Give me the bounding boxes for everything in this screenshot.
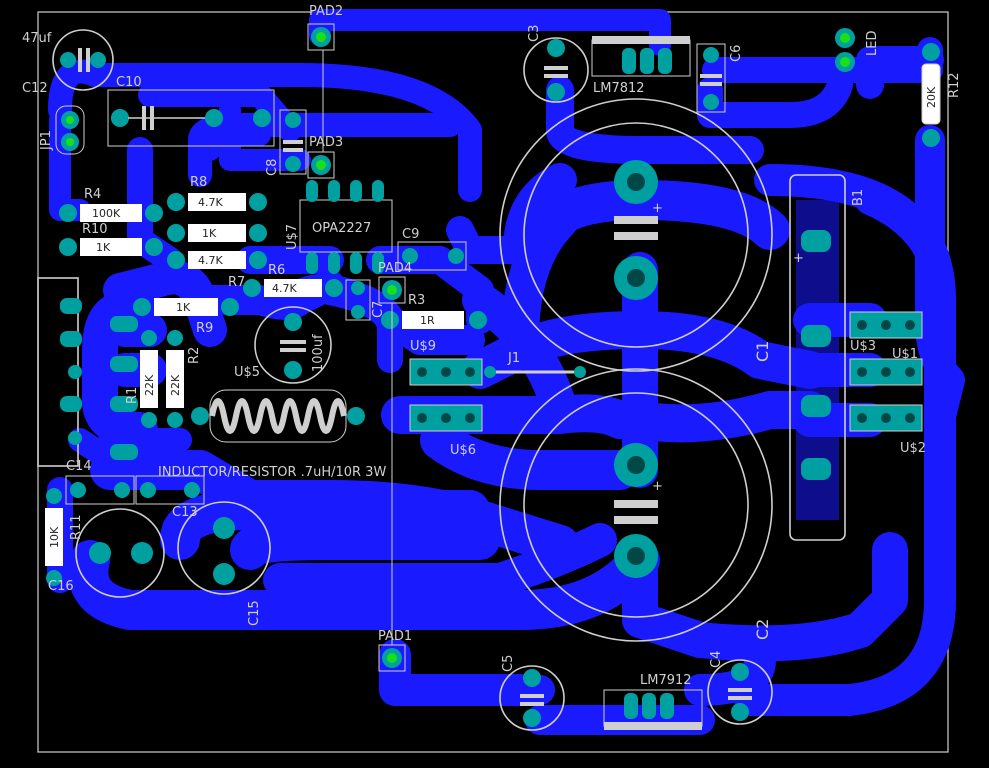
label-pad3: PAD3 <box>309 135 343 150</box>
silkscreen-labels: PAD2 PAD3 PAD4 PAD1 47uf C12 C10 JP1 C8 … <box>22 4 962 688</box>
label-lm7912: LM7912 <box>640 673 692 688</box>
label-c2: C2 <box>753 619 772 640</box>
value-r5: 1K <box>202 227 217 240</box>
label-r10: R10 <box>82 222 108 237</box>
label-jp1: JP1 <box>39 130 54 151</box>
label-r9: R9 <box>196 321 213 336</box>
label-pad2: PAD2 <box>309 4 343 19</box>
value-r11: 10K <box>48 526 61 548</box>
label-r2: R2 <box>187 347 202 364</box>
label-u2: U$2 <box>900 441 926 456</box>
label-r1: R1 <box>125 387 140 404</box>
value-r7: 4.7K <box>198 254 223 267</box>
value-r2: 22K <box>169 374 182 396</box>
label-c4: C4 <box>709 651 724 668</box>
label-cap47: 47uf <box>22 31 52 46</box>
label-c8: C8 <box>265 159 280 176</box>
label-opa: OPA2227 <box>312 221 371 236</box>
value-r3: 1R <box>420 314 435 327</box>
capacitor-c1: + <box>499 98 773 372</box>
label-r3: R3 <box>408 293 425 308</box>
value-r6: 4.7K <box>272 282 297 295</box>
label-led: LED <box>865 31 880 56</box>
value-r12: 20K <box>925 86 938 108</box>
label-c5: C5 <box>501 655 516 672</box>
label-c7: C7 <box>371 301 386 318</box>
svg-text:+: + <box>793 251 804 266</box>
label-c12: C12 <box>22 81 48 96</box>
value-r8: 4.7K <box>198 196 223 209</box>
label-u6: U$6 <box>450 443 476 458</box>
label-c10: C10 <box>116 75 142 90</box>
svg-text:+: + <box>652 479 663 494</box>
label-c9: C9 <box>402 227 419 242</box>
label-r12: R12 <box>947 72 962 98</box>
label-r7: R7 <box>228 275 245 290</box>
label-inductor: INDUCTOR/RESISTOR .7uH/10R 3W <box>158 465 386 480</box>
label-c16: C16 <box>48 579 74 594</box>
value-r1: 22K <box>143 374 156 396</box>
component-pads <box>37 23 941 731</box>
label-u1: U$1 <box>892 347 918 362</box>
label-c14: C14 <box>66 459 92 474</box>
label-u7: U$7 <box>285 224 300 250</box>
label-u3: U$3 <box>850 339 876 354</box>
label-pad4: PAD4 <box>378 261 412 276</box>
label-u9: U$9 <box>410 339 436 354</box>
bridge-rectifier-b1: + <box>789 174 846 541</box>
label-j1: J1 <box>507 351 520 366</box>
label-c3: C3 <box>527 25 542 42</box>
label-c100: 100uf <box>311 334 326 372</box>
value-r4: 100K <box>92 207 121 220</box>
copper-traces <box>47 9 965 735</box>
capacitor-c2: + <box>499 368 773 642</box>
label-c13: C13 <box>172 505 198 520</box>
value-r10: 1K <box>96 241 111 254</box>
label-r11: R11 <box>69 514 84 540</box>
value-r9: 1K <box>176 301 191 314</box>
label-c15: C15 <box>247 600 262 626</box>
label-c1: C1 <box>753 341 772 362</box>
label-pad1: PAD1 <box>378 629 412 644</box>
label-u5: U$5 <box>234 365 260 380</box>
label-r4: R4 <box>84 187 101 202</box>
label-r8: R8 <box>190 175 207 190</box>
label-r6: R6 <box>268 263 285 278</box>
label-c6: C6 <box>729 45 744 62</box>
label-b1: B1 <box>851 189 866 206</box>
svg-text:+: + <box>652 201 663 216</box>
label-lm7812: LM7812 <box>593 81 645 96</box>
